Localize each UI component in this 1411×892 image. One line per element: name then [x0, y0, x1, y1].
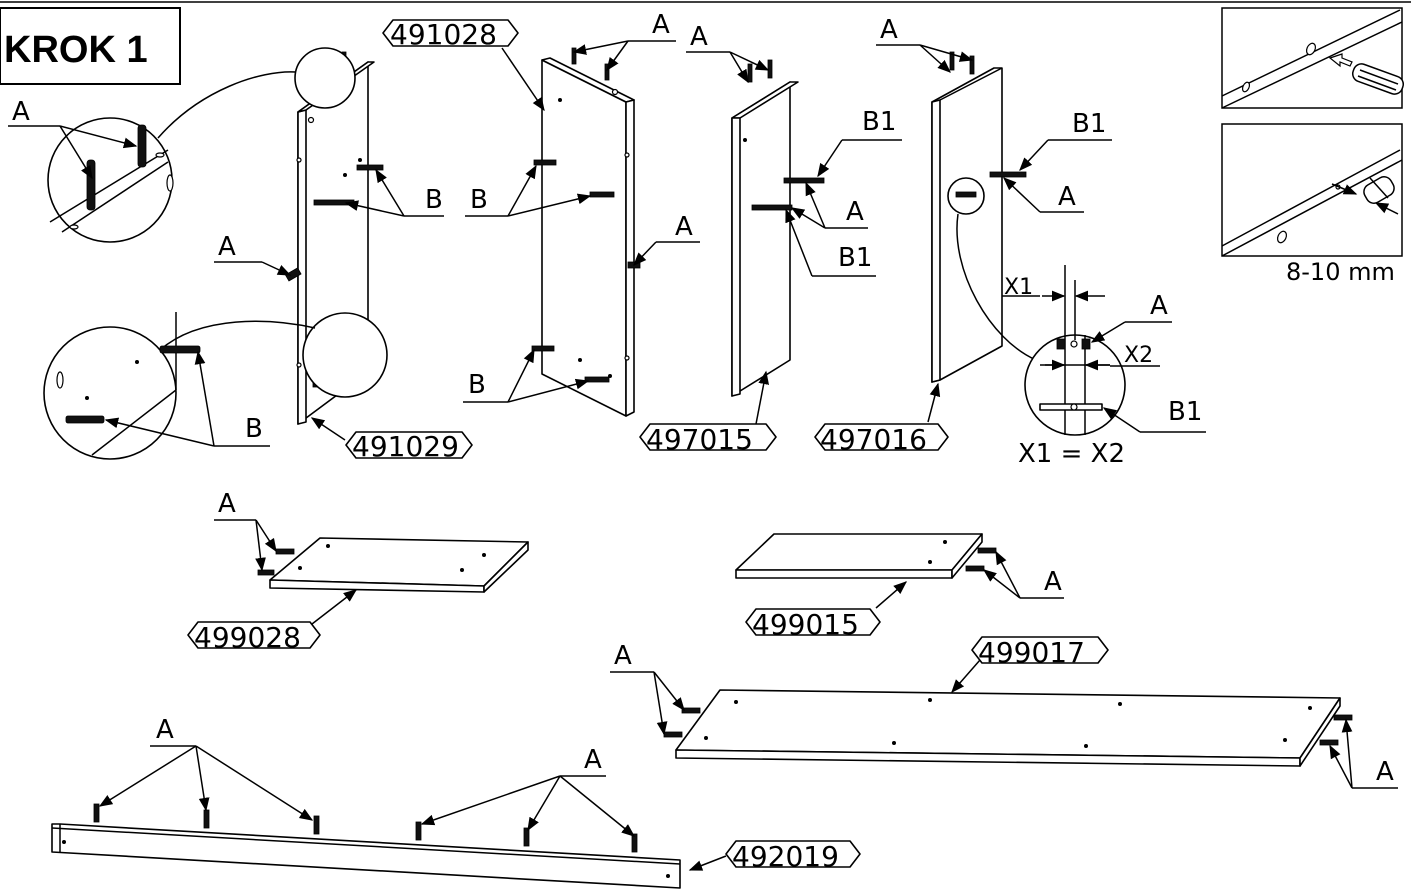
dowel-icon	[1363, 176, 1395, 204]
labels-497016: A B1 A 497016	[814, 15, 1112, 456]
label-dowel: A	[218, 232, 236, 262]
label-dowel: A	[1150, 291, 1168, 321]
label-dowel: A	[1044, 567, 1062, 597]
label-equality: X1 = X2	[1018, 439, 1125, 469]
labels-499015: A 499015	[745, 550, 1064, 641]
inset-dowel-depth	[1221, 123, 1403, 257]
step-title-box: KROK 1	[0, 7, 181, 85]
part-number-499015: 499015	[752, 608, 859, 641]
label-cam-pin: B	[468, 370, 486, 400]
labels-497015: A B1 A B1 497015	[639, 22, 902, 456]
detail-circle-spacing: X1 X2 A B1 X1 = X2	[1002, 265, 1206, 469]
step-title: KROK 1	[4, 29, 148, 71]
label-cam-pin: B	[245, 414, 263, 444]
label-dowel: A	[846, 197, 864, 227]
label-dowel: A	[12, 97, 30, 127]
panel-497015	[731, 59, 825, 397]
part-number-499028: 499028	[194, 621, 301, 654]
part-number-499017: 499017	[978, 636, 1085, 669]
label-cam-pin-short: B1	[1168, 397, 1202, 427]
label-dowel: A	[156, 715, 174, 745]
detail-circle-dowels	[47, 47, 356, 243]
label-dowel: A	[614, 641, 632, 671]
label-cam-pin-short: B1	[862, 107, 896, 137]
shelf-499017	[663, 689, 1353, 767]
label-dowel: A	[652, 10, 670, 40]
part-number-492019: 492019	[732, 840, 839, 873]
part-number-491029: 491029	[352, 430, 459, 463]
labels-499017: A 499017 A	[610, 636, 1398, 789]
labels-492019: A A 492019	[98, 715, 861, 873]
label-cam-pin: B	[425, 185, 443, 215]
labels-491029: A B A B 491029	[8, 97, 473, 463]
label-dowel: A	[584, 745, 602, 775]
rail-492019	[51, 803, 681, 889]
label-cam-pin-short: B1	[838, 243, 872, 273]
part-number-497015: 497015	[646, 423, 753, 456]
label-depth: 8-10 mm	[1286, 258, 1395, 286]
label-dowel: A	[675, 212, 693, 242]
label-dowel: A	[1376, 757, 1394, 787]
label-dowel: A	[1058, 182, 1076, 212]
label-dim-x2: X2	[1124, 343, 1153, 368]
label-dowel: A	[218, 489, 236, 519]
label-cam-pin-short: B1	[1072, 109, 1106, 139]
dowel-icon	[1351, 63, 1405, 95]
label-dowel: A	[880, 15, 898, 45]
panel-491028	[531, 47, 641, 417]
label-dowel: A	[690, 22, 708, 52]
shelf-499028	[257, 537, 529, 593]
part-number-497016: 497016	[820, 423, 927, 456]
inset-dowel-insertion	[1221, 7, 1405, 109]
panel-497016	[931, 51, 1037, 383]
shelf-499015	[735, 533, 997, 579]
part-number-491028: 491028	[390, 18, 497, 51]
labels-499028: A 499028	[187, 489, 358, 654]
label-cam-pin: B	[470, 185, 488, 215]
labels-491028: 491028 A B A B	[382, 10, 700, 403]
detail-circle-cam-pins	[43, 312, 388, 460]
